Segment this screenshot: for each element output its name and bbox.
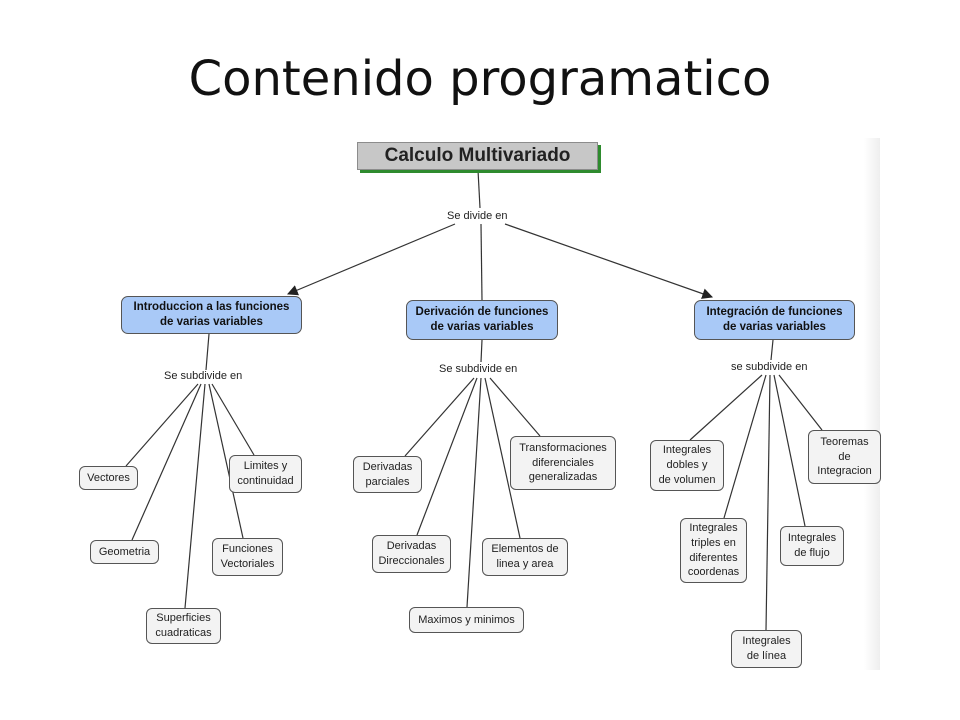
connector-to-elementos bbox=[484, 377, 521, 539]
link-label-root: Se divide en bbox=[445, 210, 510, 222]
connector-branch-1-to-link bbox=[205, 333, 210, 371]
leaf-teoremas-integracion: Teoremas de Integracion bbox=[808, 430, 881, 484]
connector-to-derivadas-parciales bbox=[404, 377, 475, 457]
connector-branch-2-to-link bbox=[480, 339, 483, 363]
connector-to-transformaciones bbox=[489, 377, 541, 437]
connector-to-branch-2 bbox=[480, 223, 483, 301]
leaf-funciones-vectoriales: Funciones Vectoriales bbox=[212, 538, 283, 576]
leaf-transformaciones: Transformaciones diferenciales generaliz… bbox=[510, 436, 616, 490]
connector-to-derivadas-direccionales bbox=[416, 377, 478, 536]
connector-to-superficies bbox=[184, 383, 206, 609]
link-label-branch-2: Se subdivide en bbox=[437, 363, 520, 375]
leaf-maximos-minimos: Maximos y minimos bbox=[409, 607, 524, 633]
connector-to-integrales-dobles bbox=[689, 374, 763, 441]
leaf-superficies-cuadraticas: Superficies cuadraticas bbox=[146, 608, 221, 644]
leaf-derivadas-parciales: Derivadas parciales bbox=[353, 456, 422, 493]
slide-title: Contenido programatico bbox=[188, 51, 772, 107]
leaf-integrales-linea: Integrales de línea bbox=[731, 630, 802, 668]
leaf-derivadas-direccionales: Derivadas Direccionales bbox=[372, 535, 451, 573]
leaf-integrales-dobles: Integrales dobles y de volumen bbox=[650, 440, 724, 491]
connector-to-limites bbox=[211, 383, 255, 456]
connector-to-teoremas bbox=[778, 374, 823, 431]
connector-branch-3-to-link bbox=[770, 339, 774, 361]
concept-map-background bbox=[345, 138, 880, 670]
connector-to-integrales-flujo bbox=[773, 374, 806, 527]
arrow-to-branch-3 bbox=[504, 223, 714, 299]
link-label-branch-3: se subdivide en bbox=[729, 361, 810, 373]
connector-to-integrales-triples bbox=[723, 374, 767, 519]
root-concept: Calculo Multivariado bbox=[357, 142, 598, 170]
connector-to-geometria bbox=[131, 383, 202, 541]
link-label-branch-1: Se subdivide en bbox=[162, 370, 245, 382]
leaf-integrales-triples: Integrales triples en diferentes coorden… bbox=[680, 518, 747, 583]
arrow-to-branch-1 bbox=[287, 223, 456, 296]
leaf-vectores: Vectores bbox=[79, 466, 138, 490]
branch-derivacion: Derivación de funciones de varias variab… bbox=[406, 300, 558, 340]
branch-introduccion: Introduccion a las funciones de varias v… bbox=[121, 296, 302, 334]
leaf-limites-continuidad: Limites y continuidad bbox=[229, 455, 302, 493]
connector-root-to-link bbox=[477, 169, 481, 209]
leaf-geometria: Geometria bbox=[90, 540, 159, 564]
connector-to-vectores bbox=[125, 383, 199, 467]
connector-to-funciones-vectoriales bbox=[208, 383, 244, 539]
connector-to-maximos bbox=[466, 377, 482, 608]
connector-to-integrales-linea bbox=[765, 374, 771, 631]
leaf-integrales-flujo: Integrales de flujo bbox=[780, 526, 844, 566]
leaf-elementos-linea-area: Elementos de linea y area bbox=[482, 538, 568, 576]
branch-integracion: Integración de funciones de varias varia… bbox=[694, 300, 855, 340]
